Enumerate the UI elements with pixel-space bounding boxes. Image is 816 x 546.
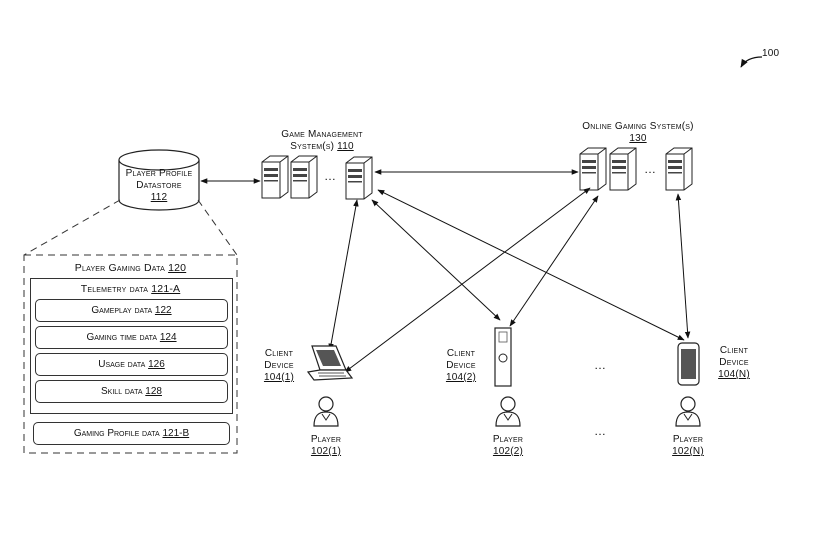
game-mgmt-server-icon xyxy=(261,155,289,199)
gaming-time-data-label: Gaming time data xyxy=(86,332,158,343)
client-device-2-line1: Client xyxy=(446,348,476,359)
game-mgmt-server-icon xyxy=(290,155,318,199)
player-n-ref: 102(N) xyxy=(672,446,704,457)
game-mgmt-label-line1: Game Management xyxy=(281,129,363,140)
client-device-1-line2: Device xyxy=(264,360,294,371)
figure-ref-arrow xyxy=(740,56,763,68)
datastore-ref: 112 xyxy=(150,192,168,203)
gameplay-data-item: Gameplay data 122 xyxy=(35,299,228,322)
player-icon xyxy=(313,396,339,427)
client-device-2-ref: 104(2) xyxy=(445,372,477,383)
player-1-ref: 102(1) xyxy=(310,446,342,457)
client-device-label-n: Client Device 104(N) xyxy=(705,345,763,381)
client-device-label-2: Client Device 104(2) xyxy=(432,348,490,384)
client-device-n-line1: Client xyxy=(719,345,749,356)
online-server-icon xyxy=(579,147,607,191)
client-device-1-ref: 104(1) xyxy=(263,372,295,383)
telemetry-data-label: Telemetry data xyxy=(80,283,149,295)
online-server-icon xyxy=(609,147,637,191)
game-console-icon xyxy=(494,327,512,387)
online-gaming-ref: 130 xyxy=(629,133,647,144)
player-2-label-text: Player xyxy=(492,434,524,445)
player-n-label-text: Player xyxy=(672,434,704,445)
player-gaming-data-ref: 120 xyxy=(168,262,187,274)
ellipsis-servers: … xyxy=(324,169,337,183)
game-mgmt-server-icon xyxy=(345,156,373,200)
player-label-1: Player 102(1) xyxy=(298,434,354,458)
callout-dashed-lines xyxy=(23,199,238,454)
player-icon xyxy=(675,396,701,427)
telemetry-data-ref: 121-A xyxy=(151,283,181,295)
laptop-icon xyxy=(306,345,354,381)
usage-data-ref: 126 xyxy=(148,359,165,370)
game-mgmt-label-line2: System(s) xyxy=(290,141,335,152)
ellipsis-players: … xyxy=(594,424,607,438)
player-label-n: Player 102(N) xyxy=(660,434,716,458)
ellipsis-devices: … xyxy=(594,358,607,372)
usage-data-item: Usage data 126 xyxy=(35,353,228,376)
player-icon xyxy=(495,396,521,427)
online-server-icon xyxy=(665,147,693,191)
player-gaming-data-title: Player Gaming Data 120 xyxy=(24,262,237,274)
online-gaming-label-line1: Online Gaming System(s) xyxy=(582,121,694,132)
player-gaming-data-title-text: Player Gaming Data xyxy=(74,262,165,274)
telemetry-data-title: Telemetry data 121-A xyxy=(30,283,231,295)
gaming-profile-data-label: Gaming Profile data xyxy=(73,428,160,439)
mobile-phone-icon xyxy=(677,342,700,386)
gaming-profile-data-ref: 121-B xyxy=(162,428,190,439)
usage-data-label: Usage data xyxy=(98,359,146,370)
client-device-n-line2: Device xyxy=(719,357,749,368)
client-device-1-line1: Client xyxy=(264,348,294,359)
player-1-label-text: Player xyxy=(310,434,342,445)
gaming-time-data-ref: 124 xyxy=(159,332,177,343)
game-mgmt-label: Game Management System(s) 110 xyxy=(262,129,382,153)
online-gaming-label: Online Gaming System(s) 130 xyxy=(568,121,708,145)
gameplay-data-label: Gameplay data xyxy=(91,305,153,316)
skill-data-item: Skill data 128 xyxy=(35,380,228,403)
figure-ref-number: 100 xyxy=(762,48,780,59)
client-device-2-line2: Device xyxy=(446,360,476,371)
client-device-n-ref: 104(N) xyxy=(718,369,750,380)
datastore-label: Player Profile Datastore 112 xyxy=(119,168,199,204)
skill-data-ref: 128 xyxy=(145,386,162,397)
client-device-label-1: Client Device 104(1) xyxy=(250,348,308,384)
gameplay-data-ref: 122 xyxy=(154,305,172,316)
player-label-2: Player 102(2) xyxy=(480,434,536,458)
player-2-ref: 102(2) xyxy=(492,446,524,457)
datastore-label-line1: Player Profile xyxy=(125,168,193,179)
ellipsis-online-servers: … xyxy=(644,162,657,176)
game-mgmt-ref: 110 xyxy=(337,141,354,152)
gaming-time-data-item: Gaming time data 124 xyxy=(35,326,228,349)
datastore-cylinder-icon xyxy=(118,149,200,211)
skill-data-label: Skill data xyxy=(101,386,143,397)
connection-arrows xyxy=(200,169,691,373)
datastore-label-line2: Datastore xyxy=(136,180,182,191)
gaming-profile-data-item: Gaming Profile data 121-B xyxy=(33,422,230,445)
